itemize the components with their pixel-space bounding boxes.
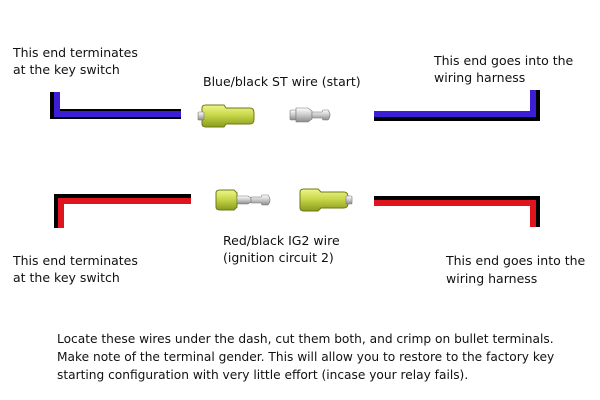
male-bullet-terminal-icon [215, 189, 271, 211]
female-bullet-terminal-icon [197, 104, 255, 128]
red-wire-caption-line2: (ignition circuit 2) [223, 250, 334, 265]
instructions-line1: Locate these wires under the dash, cut t… [57, 332, 554, 346]
blue-wire-color [374, 90, 536, 117]
blue-wire-left [50, 92, 181, 119]
bottom-left-label-line2: at the key switch [13, 270, 120, 285]
bottom-left-label-line1: This end terminates [13, 253, 138, 268]
blue-wire-caption: Blue/black ST wire (start) [203, 74, 361, 89]
red-wire-left [54, 194, 191, 228]
instructions-line3: starting configuration with very little … [57, 368, 469, 382]
instructions-line2: Make note of the terminal gender. This w… [57, 350, 555, 364]
bottom-right-label-line1: This end goes into the [446, 253, 586, 268]
top-left-label-line2: at the key switch [13, 62, 120, 77]
red-wire-caption-line1: Red/black IG2 wire [223, 233, 340, 248]
female-bullet-terminal-icon [299, 188, 353, 212]
red-wire-color [58, 198, 191, 228]
blue-wire-color [54, 92, 181, 117]
top-left-label-line1: This end terminates [13, 45, 138, 60]
red-wire-right [374, 196, 540, 227]
blue-wire-right [374, 90, 540, 121]
top-right-label-line2: wiring harness [434, 70, 526, 85]
bottom-right-label-line2: wiring harness [446, 271, 538, 286]
top-right-label-line1: This end goes into the [434, 53, 574, 68]
red-wire-color [374, 200, 536, 227]
male-bullet-terminal-icon [289, 107, 331, 123]
